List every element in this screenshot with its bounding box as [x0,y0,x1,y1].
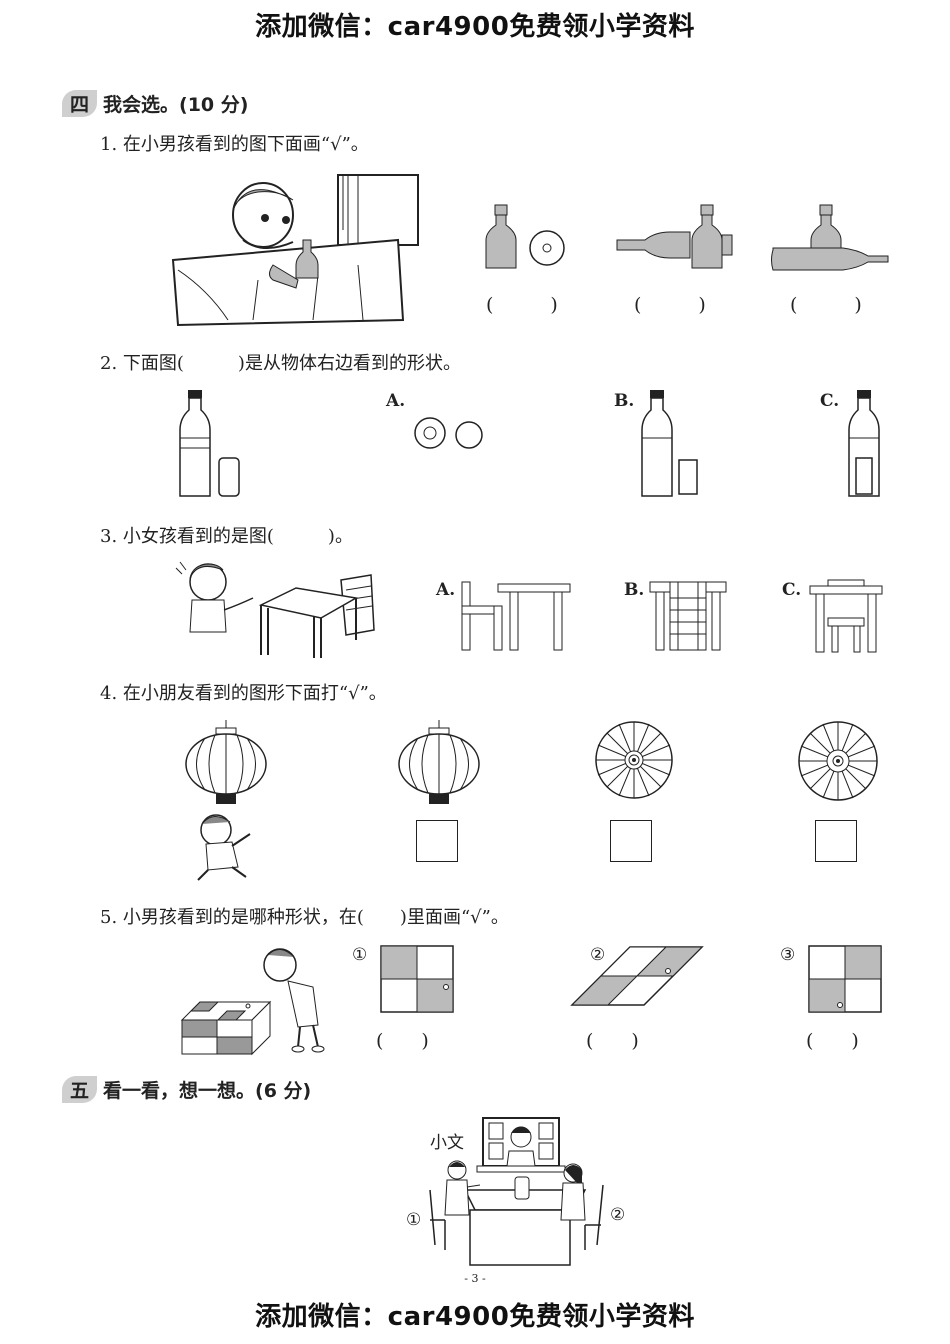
label-position-2: ② [610,1205,626,1225]
q4-answer-box-3[interactable] [815,820,857,862]
q1-option-1-figure [485,204,565,269]
q5-option-2-figure [570,946,704,1006]
watermark-top: 添加微信：car4900免费领小学资料 [255,12,695,42]
q3-option-b-label: B. [624,580,645,600]
q5-option-1-label: ① [352,945,368,965]
section-5-title: 看一看，想一想。(6 分) [103,1080,312,1102]
question-1-text: 1. 在小男孩看到的图下面画“√”。 [100,134,369,155]
section-4-header: 四我会选。(10 分) [62,90,248,117]
cut-off-text-top: · [270,46,690,56]
q4-answer-box-2[interactable] [610,820,652,862]
page-number: - 3 - [464,1272,486,1285]
q5-option-3-figure [808,945,882,1013]
boy-at-table-illustration [171,174,419,327]
watermark-bottom: 添加微信：car4900免费领小学资料 [255,1302,695,1332]
q5-option-2-label: ② [590,945,606,965]
boy-looking-down-illustration [263,948,325,1053]
label-xiaowen: 小文 [430,1133,464,1153]
question-2-text: 2. 下面图( )是从物体右边看到的形状。 [100,353,461,374]
q2-option-c-label: C. [820,391,840,411]
box-icon [180,1000,272,1056]
q2-reference-figure [179,390,240,497]
q1-option-3-figure [771,204,889,271]
label-position-1: ① [406,1210,422,1230]
question-4-text: 4. 在小朋友看到的图形下面打“√”。 [100,683,387,704]
q3-option-a-figure [461,581,571,651]
q1-answer-paren-3[interactable]: ( ) [790,294,862,316]
question-5-text: 5. 小男孩看到的是哪种形状，在( )里面画“√”。 [100,907,509,928]
q5-option-1-figure [380,945,454,1013]
q5-answer-paren-3[interactable]: ( ) [806,1030,859,1052]
q2-option-a-figure [414,417,483,449]
q1-option-2-figure [616,204,733,269]
section-5-header: 五看一看，想一想。(6 分) [62,1076,311,1103]
lantern-option-1 [398,720,480,804]
umbrella-top-icon [595,721,673,799]
q2-option-b-label: B. [614,391,635,411]
q2-option-a-label: A. [386,391,406,411]
q4-answer-box-1[interactable] [416,820,458,862]
q1-answer-paren-2[interactable]: ( ) [634,294,706,316]
girl-illustration [175,561,254,633]
section-5-badge: 五 [62,1076,98,1103]
q5-option-3-label: ③ [780,945,796,965]
umbrella-top-icon-2 [798,721,878,801]
section-4-title: 我会选。(10 分) [103,94,249,116]
table-scene-illustration [429,1117,604,1266]
table-chair-icon [258,574,375,658]
q3-option-b-figure [649,581,727,651]
section-4-badge: 四 [62,90,98,117]
q5-answer-paren-2[interactable]: ( ) [586,1030,639,1052]
question-3-text: 3. 小女孩看到的是图( )。 [100,526,353,547]
girl-running-illustration [197,814,251,881]
q3-option-c-figure [809,579,883,653]
q2-option-c-figure [848,390,880,497]
q3-option-c-label: C. [782,580,802,600]
q5-answer-paren-1[interactable]: ( ) [376,1030,429,1052]
q1-answer-paren-1[interactable]: ( ) [486,294,558,316]
q2-option-b-figure [641,390,698,497]
lantern-icon [185,720,267,804]
q3-option-a-label: A. [436,580,456,600]
